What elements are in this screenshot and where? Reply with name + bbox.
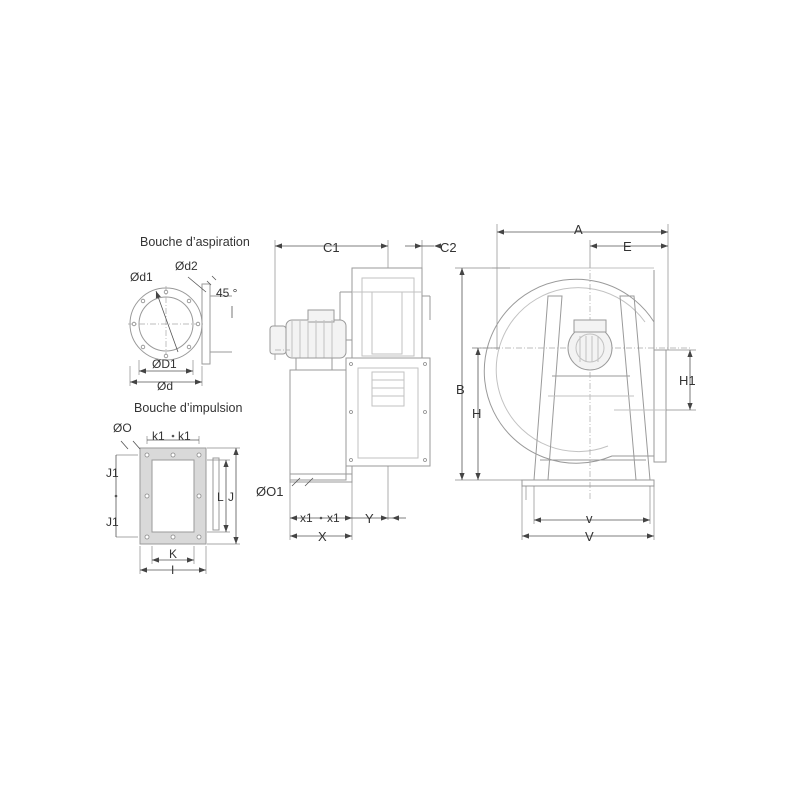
dimension-x1: x1 x1 bbox=[289, 482, 353, 526]
C2-label: C2 bbox=[440, 240, 457, 255]
H-label: H bbox=[472, 406, 481, 421]
J-label: J bbox=[228, 490, 234, 504]
dimension-v: v bbox=[533, 486, 651, 526]
suction-title: Bouche d’aspiration bbox=[140, 235, 250, 249]
suction-flange-front bbox=[128, 286, 204, 362]
dimension-H: H bbox=[472, 347, 500, 480]
discharge-flange-view: Bouche d’impulsion ØO k1 k bbox=[106, 401, 242, 577]
suction-flange-view: Bouche d’aspiration Ød1 bbox=[128, 235, 250, 393]
v-label: v bbox=[586, 511, 593, 526]
I-label: I bbox=[171, 563, 174, 577]
frame-side bbox=[289, 357, 431, 520]
dimension-J: J bbox=[207, 447, 240, 545]
fan-volute bbox=[483, 267, 667, 464]
pedestal-front bbox=[521, 295, 655, 500]
d2-label: Ød2 bbox=[175, 259, 198, 273]
B-label: B bbox=[456, 382, 465, 397]
x1-right-label: x1 bbox=[327, 511, 340, 525]
L-label: L bbox=[217, 490, 224, 504]
discharge-flange-side bbox=[212, 457, 220, 531]
d-label: Ød bbox=[157, 379, 173, 393]
dimension-L: L bbox=[207, 459, 230, 533]
dimension-V: V bbox=[521, 486, 655, 544]
J1-bottom-label: J1 bbox=[106, 515, 119, 529]
J1-top-label: J1 bbox=[106, 466, 119, 480]
K-label: K bbox=[169, 547, 177, 561]
dimension-D1: ØD1 bbox=[138, 357, 194, 375]
X-label: X bbox=[318, 529, 327, 544]
dimension-X: X bbox=[289, 526, 353, 544]
D1-label: ØD1 bbox=[152, 357, 177, 371]
motor-side bbox=[269, 309, 347, 371]
H1-label: H1 bbox=[679, 373, 696, 388]
dimension-K: K bbox=[151, 546, 195, 564]
k1-right-label: k1 bbox=[178, 429, 191, 443]
Y-label: Y bbox=[365, 511, 374, 526]
dimension-J1: J1 J1 bbox=[106, 454, 138, 538]
dimension-k1: k1 k1 bbox=[146, 429, 200, 444]
motor-front bbox=[567, 319, 613, 371]
d1-label: Ød1 bbox=[130, 270, 153, 284]
O-label: ØO bbox=[113, 421, 132, 435]
discharge-flange bbox=[139, 447, 207, 545]
E-label: E bbox=[623, 239, 632, 254]
d2-leader bbox=[187, 276, 207, 293]
dimension-Y: Y bbox=[352, 511, 406, 526]
fan-housing-side bbox=[339, 267, 431, 359]
dimension-I: I bbox=[139, 546, 207, 577]
dimension-H1: H1 bbox=[666, 349, 696, 411]
dimension-A: A bbox=[496, 222, 669, 350]
x1-left-label: x1 bbox=[300, 511, 313, 525]
d1-leader bbox=[155, 290, 179, 353]
k1-left-label: k1 bbox=[152, 429, 165, 443]
suction-flange-side bbox=[201, 283, 233, 365]
side-view: C1 C2 bbox=[256, 240, 457, 544]
dimension-E: E bbox=[589, 239, 668, 268]
O1-label: ØO1 bbox=[256, 484, 283, 499]
dimension-B: B bbox=[455, 267, 522, 481]
front-view: A E bbox=[455, 222, 696, 544]
dimension-d: Ød bbox=[129, 366, 203, 393]
dimension-C2: C2 bbox=[405, 240, 457, 268]
A-label: A bbox=[574, 222, 583, 237]
C1-label: C1 bbox=[323, 240, 340, 255]
angle-label: 45 ° bbox=[216, 286, 238, 300]
discharge-title: Bouche d’impulsion bbox=[134, 401, 242, 415]
V-label: V bbox=[585, 529, 594, 544]
